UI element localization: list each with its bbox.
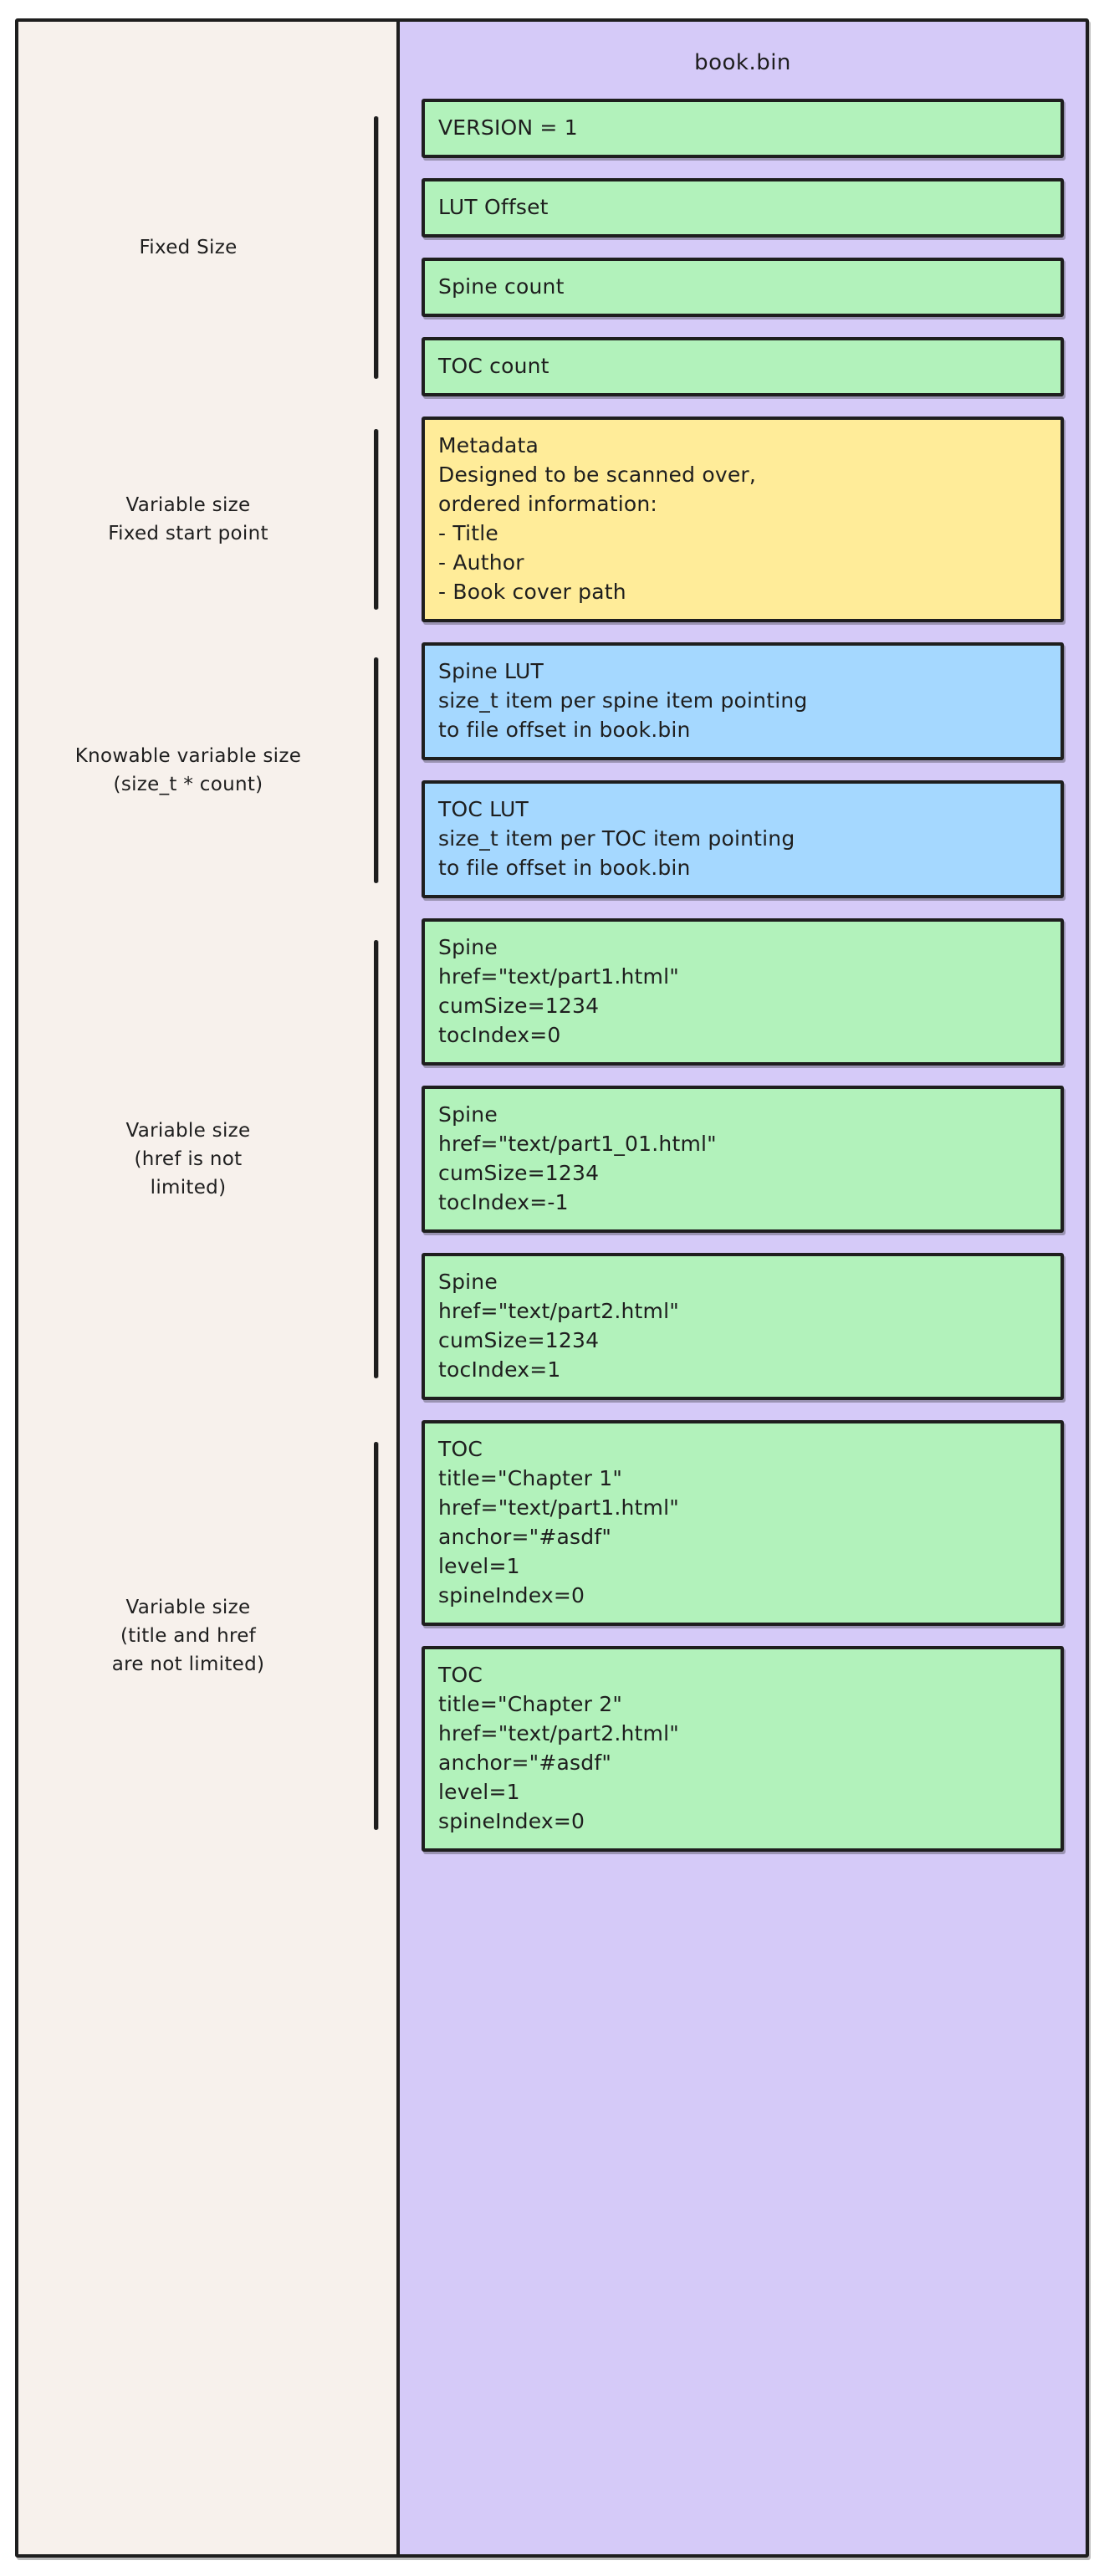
segment-8: Spine href="text/part1.html" cumSize=123… [422, 918, 1064, 1066]
annotation-label: Variable size (title and href are not li… [111, 1597, 265, 1675]
segment-text: VERSION = 1 [438, 115, 578, 140]
segment-text: Spine href="text/part1_01.html" cumSize=… [438, 1102, 717, 1214]
annotation-label: Fixed Size [139, 237, 238, 258]
segment-7: TOC LUT size_t item per TOC item pointin… [422, 780, 1064, 898]
segment-text: Metadata Designed to be scanned over, or… [438, 433, 757, 604]
annotation-group-2: Variable size Fixed start point [18, 417, 396, 622]
segment-3: Spine count [422, 258, 1064, 317]
annotation-group-5: Variable size (title and href are not li… [18, 1420, 396, 1852]
segment-5: Metadata Designed to be scanned over, or… [422, 417, 1064, 622]
segment-text: TOC LUT size_t item per TOC item pointin… [438, 797, 795, 880]
group-bracket-bar [374, 1442, 378, 1830]
annotation-label: Variable size Fixed start point [108, 494, 268, 544]
segment-text: Spine href="text/part2.html" cumSize=123… [438, 1270, 679, 1382]
annotation-group-4: Variable size (href is not limited) [18, 918, 396, 1400]
group-bracket-bar [374, 657, 378, 883]
segment-1: VERSION = 1 [422, 99, 1064, 158]
annotation-group-1: Fixed Size [18, 99, 396, 396]
segment-4: TOC count [422, 337, 1064, 396]
segment-11: TOC title="Chapter 1" href="text/part1.h… [422, 1420, 1064, 1626]
segment-text: TOC title="Chapter 2" href="text/part2.h… [438, 1663, 679, 1833]
file-title: book.bin [694, 50, 791, 75]
segment-text: Spine href="text/part1.html" cumSize=123… [438, 935, 679, 1047]
group-bracket-bar [374, 116, 378, 379]
segment-10: Spine href="text/part2.html" cumSize=123… [422, 1253, 1064, 1400]
segment-12: TOC title="Chapter 2" href="text/part2.h… [422, 1646, 1064, 1852]
segment-text: LUT Offset [438, 195, 549, 219]
segment-text: Spine LUT size_t item per spine item poi… [438, 659, 808, 742]
segment-2: LUT Offset [422, 178, 1064, 238]
segment-text: Spine count [438, 274, 565, 299]
annotation-label: Variable size (href is not limited) [125, 1120, 251, 1199]
segment-text: TOC count [438, 354, 549, 378]
group-bracket-bar [374, 428, 378, 611]
annotation-label: Knowable variable size (size_t * count) [74, 745, 302, 795]
group-bracket-bar [374, 940, 378, 1378]
segment-text: TOC title="Chapter 1" href="text/part1.h… [438, 1437, 679, 1607]
annotation-group-3: Knowable variable size (size_t * count) [18, 642, 396, 898]
segment-9: Spine href="text/part1_01.html" cumSize=… [422, 1086, 1064, 1233]
segment-6: Spine LUT size_t item per spine item poi… [422, 642, 1064, 760]
